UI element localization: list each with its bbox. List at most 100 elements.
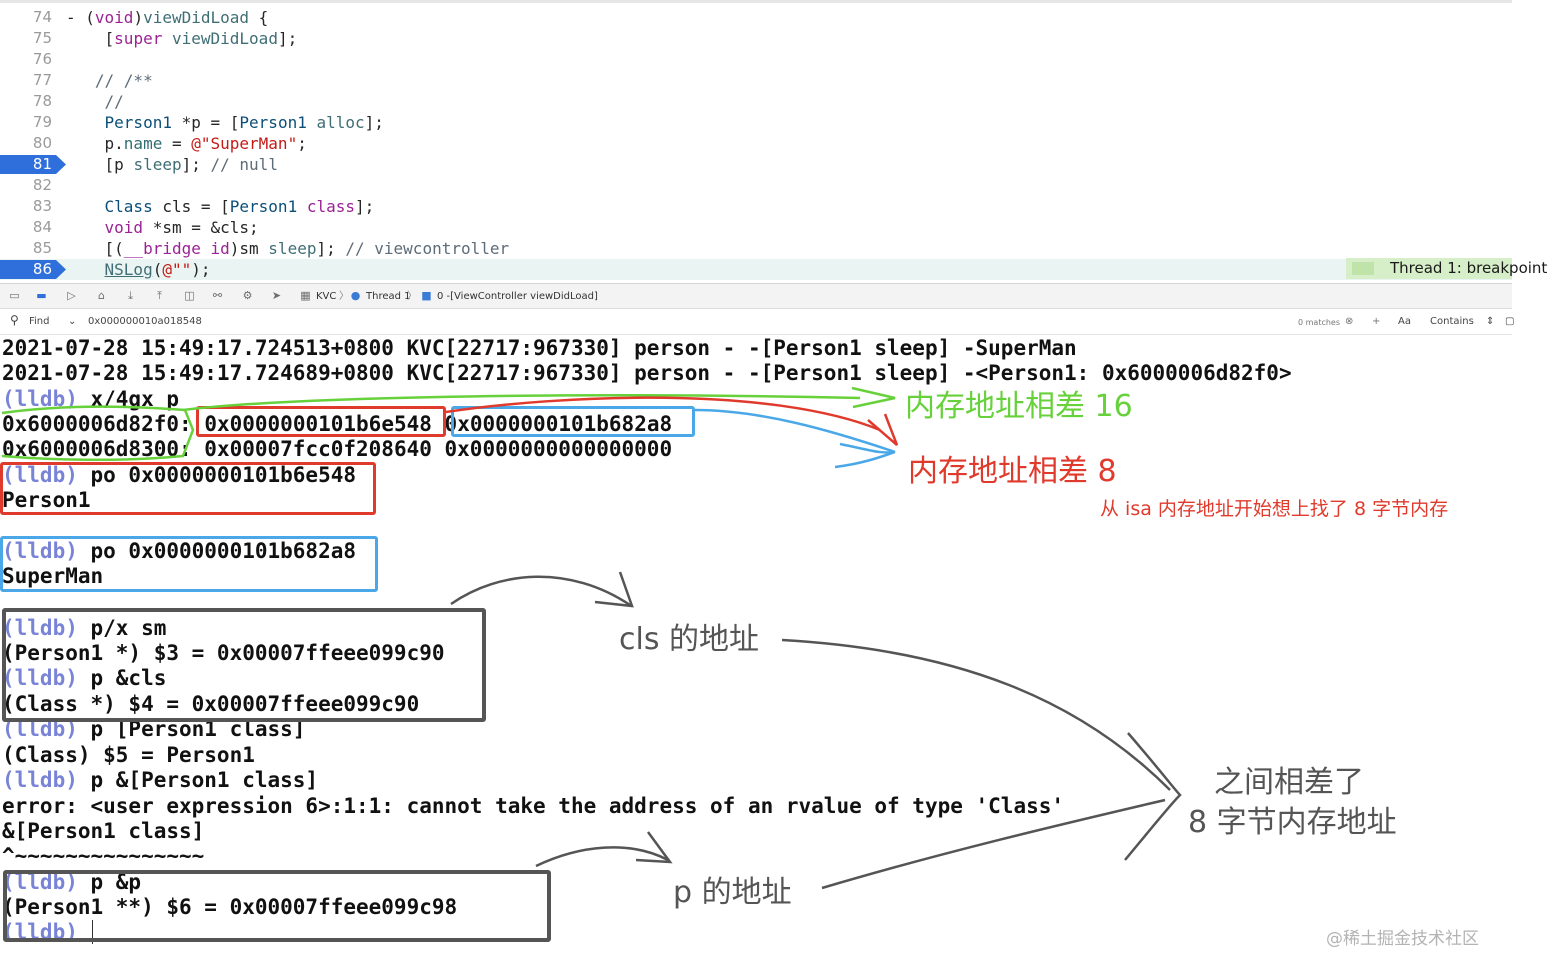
- gray-arrow-cls: [450, 575, 631, 607]
- code-line-79[interactable]: 79 Person1 *p = [Person1 alloc];: [0, 112, 1512, 133]
- step-over-icon[interactable]: ⌂: [98, 289, 105, 302]
- code-text: p.name = @"SuperMan";: [66, 134, 307, 153]
- step-into-icon[interactable]: ⤓: [128, 289, 133, 302]
- line-number: 74: [32, 8, 52, 26]
- code-line-74[interactable]: 74 - (void)viewDidLoad {: [0, 7, 1512, 28]
- code-text: Person1 *p = [Person1 alloc];: [104, 113, 384, 132]
- continue-icon[interactable]: ▷: [67, 289, 76, 302]
- annotation-between-1: 之间相差了: [1214, 765, 1364, 800]
- gray-box-p-addr: [3, 870, 551, 942]
- memory-address: 0x6000006d82f0: [2, 412, 180, 436]
- code-editor[interactable]: 74 - (void)viewDidLoad { 75 [super viewD…: [0, 0, 1547, 283]
- lldb-prompt: (lldb): [2, 768, 78, 792]
- find-label: Find: [29, 316, 50, 327]
- line-number: 77: [32, 71, 52, 89]
- add-icon[interactable]: +: [1372, 316, 1381, 327]
- gray-curve-cls-right: [781, 638, 1171, 791]
- blue-curve: [694, 408, 896, 454]
- gray-arrow-head: [635, 831, 673, 864]
- code-line-85[interactable]: 85 [(__bridge id)sm sleep]; // viewcontr…: [0, 238, 1512, 259]
- line-number: 82: [32, 176, 52, 194]
- annotation-diff16: 内存地址相差 16: [905, 389, 1133, 424]
- code-line-76[interactable]: 76: [0, 49, 1512, 70]
- console-command: p &p: [77, 870, 142, 894]
- console-line: (Class) $5 = Person1: [2, 743, 255, 767]
- console-line: (lldb) po 0x0000000101b682a8: [2, 539, 356, 564]
- breadcrumb-frame[interactable]: 0 -[ViewController viewDidLoad]: [437, 291, 598, 302]
- code-line-82[interactable]: 82: [0, 175, 1512, 196]
- code-line-77[interactable]: 77 // /**: [0, 70, 1512, 91]
- gray-box-sm-cls: [2, 608, 486, 722]
- code-line-78[interactable]: 78 //: [0, 91, 1512, 112]
- breakpoint-marker-86[interactable]: 86: [0, 260, 66, 279]
- code-line-75[interactable]: 75 [super viewDidLoad];: [0, 28, 1512, 49]
- annotation-cls-addr: cls 的地址: [619, 622, 759, 657]
- breakpoint-icon: [0, 155, 66, 174]
- line-number: 80: [32, 134, 52, 152]
- console-line: 0x6000006d8300: 0x00007fcc0f208640 0x000…: [2, 437, 672, 462]
- breakpoint-icon: [0, 260, 66, 279]
- console-line: (lldb) p &[Person1 class]: [2, 768, 318, 793]
- gray-arrow-head: [594, 571, 634, 608]
- menu-lines-icon: [1352, 262, 1374, 275]
- blue-box-po-name: [0, 536, 378, 592]
- thread-indicator[interactable]: Thread 1: breakpoint: [1346, 258, 1547, 279]
- breakpoint-marker-81[interactable]: 81: [0, 155, 66, 174]
- clear-icon[interactable]: ⊗: [1345, 316, 1354, 327]
- step-out-icon[interactable]: ⤒: [157, 289, 162, 302]
- console-command: po 0x0000000101b682a8: [77, 539, 357, 563]
- watermark: @稀土掘金技术社区: [1326, 929, 1479, 949]
- red-curve: [445, 396, 881, 432]
- code-line-83[interactable]: 83 Class cls = [Person1 class];: [0, 196, 1512, 217]
- code-line-81[interactable]: 81 [p sleep]; // null: [0, 154, 1512, 175]
- lldb-prompt: (lldb): [2, 870, 78, 894]
- line-number: 79: [32, 113, 52, 131]
- line-number: 81: [32, 155, 52, 173]
- line-number: 85: [32, 239, 52, 257]
- code-line-80[interactable]: 80 p.name = @"SuperMan";: [0, 133, 1512, 154]
- breadcrumb-kvc[interactable]: KVC: [316, 291, 337, 302]
- breakpoints-toggle-icon[interactable]: ▬: [36, 289, 47, 302]
- location-icon[interactable]: ➤: [271, 289, 282, 302]
- console-line: (Person1 **) $6 = 0x00007ffeee099c98: [2, 895, 458, 919]
- app-grid-icon: ▦: [300, 289, 311, 302]
- code-text: void *sm = &cls;: [104, 218, 259, 237]
- debug-toolbar: ▭ ▬ ▷ ⌂ ⤓ ⤒ ◫ ⚯ ⚙ ➤ ▦ KVC 〉 ● Thread 1 〉…: [0, 283, 1512, 309]
- up-down-arrows-icon[interactable]: ⇕: [1486, 316, 1495, 327]
- line-number: 78: [32, 92, 52, 110]
- code-line-84[interactable]: 84 void *sm = &cls;: [0, 217, 1512, 238]
- green-line: [182, 394, 861, 412]
- code-text: [super viewDidLoad];: [66, 29, 298, 48]
- console-line: 2021-07-28 15:49:17.724513+0800 KVC[2271…: [2, 336, 1077, 360]
- code-line-86[interactable]: 86 NSLog(@"");: [0, 259, 1512, 280]
- blue-highlight-name: [451, 406, 695, 437]
- options-icon[interactable]: ▢: [1505, 316, 1515, 327]
- red-box-po-isa: [0, 462, 376, 515]
- hide-debug-area-icon[interactable]: ▭: [9, 289, 20, 302]
- chevron-down-icon[interactable]: ⌄: [68, 316, 77, 327]
- console-line: (lldb) p &cls: [2, 666, 166, 691]
- line-number: 83: [32, 197, 52, 215]
- console-line: ^~~~~~~~~~~~~~~~: [2, 844, 205, 868]
- code-text: //: [66, 92, 124, 111]
- find-input[interactable]: 0x000000010a018548: [88, 316, 202, 327]
- memory-graph-icon[interactable]: ⚯: [212, 289, 223, 302]
- breadcrumb-thread[interactable]: Thread 1: [366, 291, 411, 302]
- code-text: [(__bridge id)sm sleep]; // viewcontroll…: [66, 239, 510, 258]
- view-hierarchy-icon[interactable]: ◫: [184, 289, 195, 302]
- environment-icon[interactable]: ⚙: [242, 289, 253, 302]
- console-line: &[Person1 class]: [2, 819, 205, 843]
- green-bracket: [1, 405, 195, 462]
- match-mode-select[interactable]: Contains: [1430, 316, 1474, 327]
- red-arrow-head: [867, 413, 899, 446]
- frame-icon: ■: [421, 289, 432, 302]
- match-count: 0 matches: [1298, 318, 1341, 327]
- search-icon: ⚲: [10, 313, 19, 327]
- annotation-isa-note: 从 isa 内存地址开始想上找了 8 字节内存: [1100, 498, 1449, 520]
- gray-curve-p-right: [821, 798, 1166, 890]
- blue-arrow-head: [834, 442, 896, 469]
- lldb-prompt: (lldb): [2, 666, 78, 690]
- console-line: (lldb) p &p: [2, 870, 141, 895]
- match-case-button[interactable]: Aa: [1398, 316, 1411, 327]
- annotation-between-2: 8 字节内存地址: [1188, 805, 1397, 840]
